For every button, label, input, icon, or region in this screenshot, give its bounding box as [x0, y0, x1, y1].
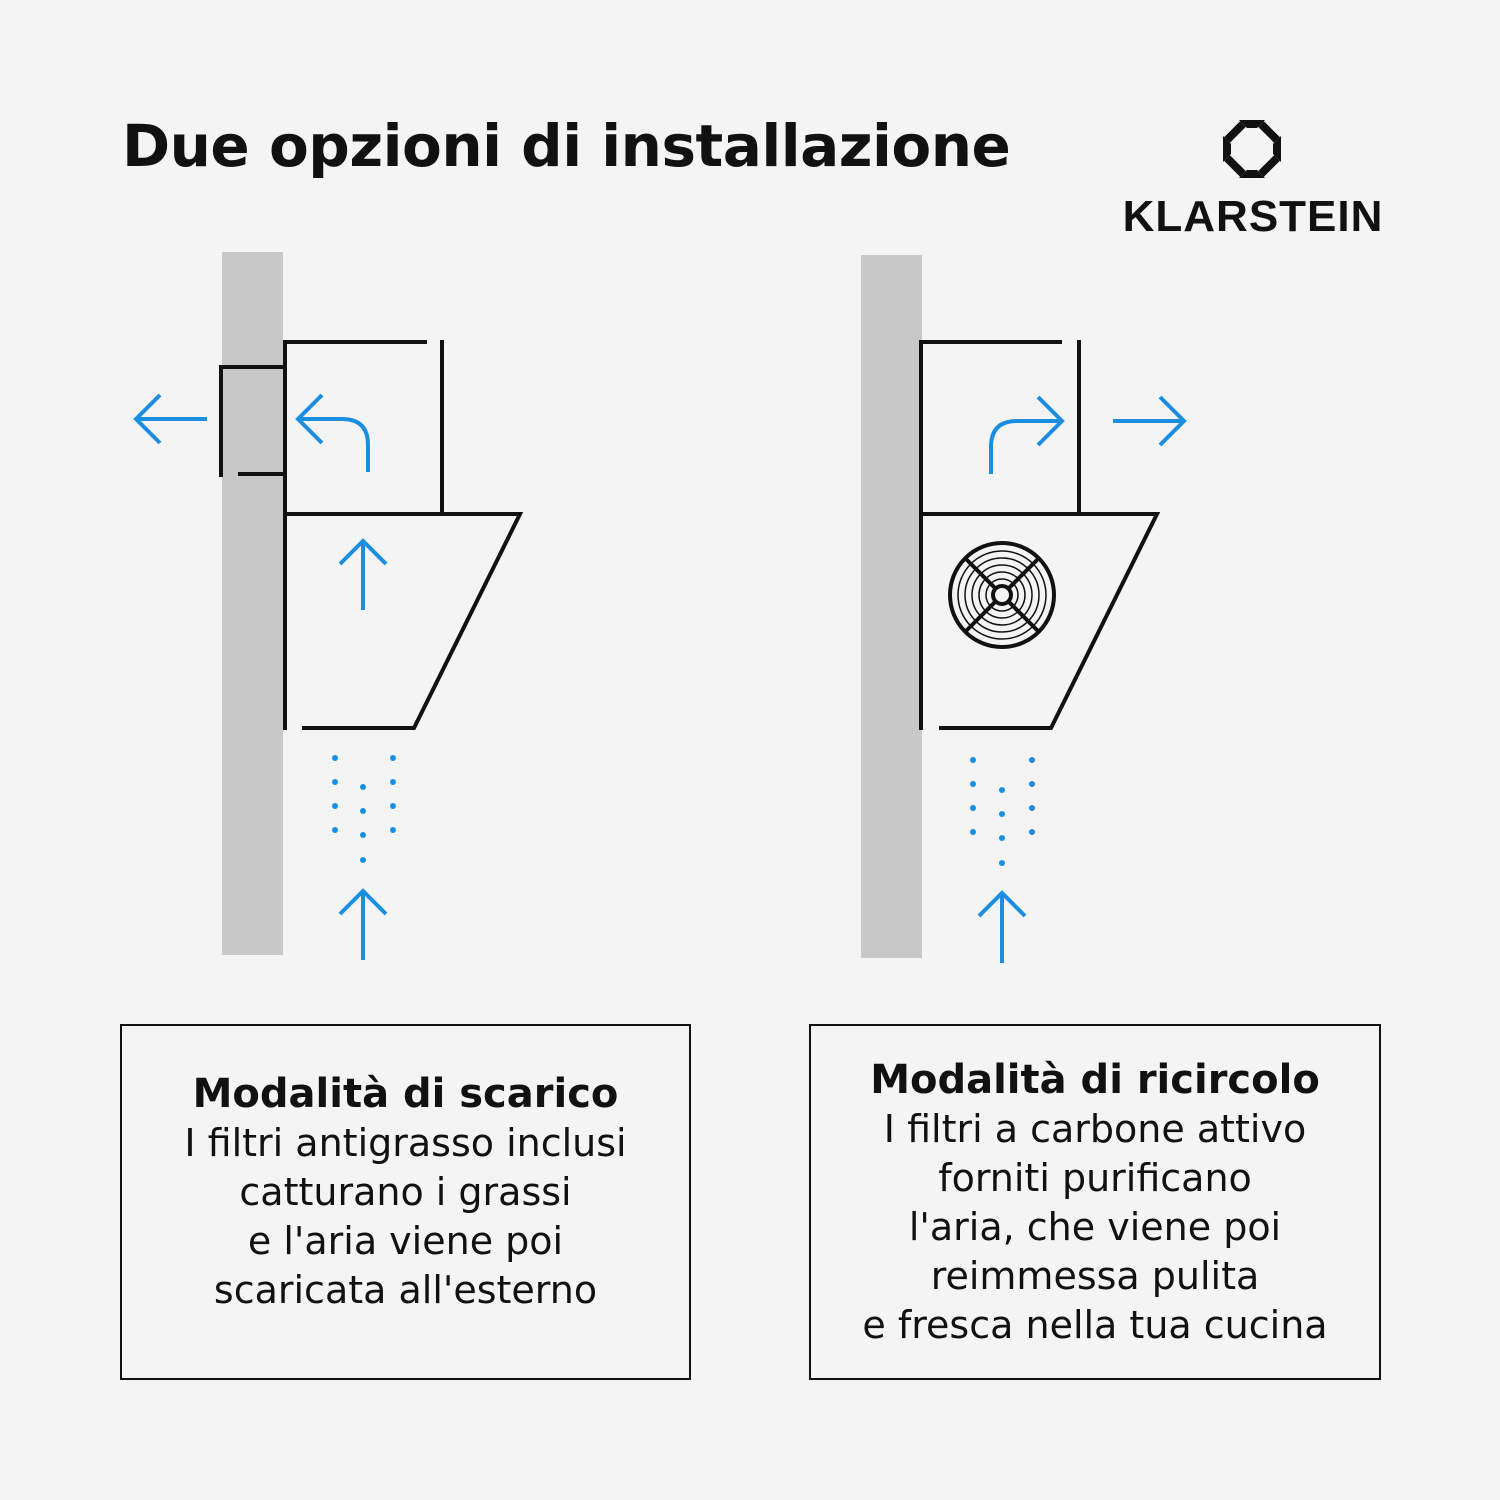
exhaust-mode-line: scaricata all'esterno [213, 1268, 598, 1312]
page-title: Due opzioni di installazione [122, 112, 1011, 180]
recirculation-mode-line: reimmessa pulita [930, 1253, 1260, 1298]
exhaust-mode-box: Modalità di scarico I filtri antigrasso … [120, 1024, 691, 1380]
installation-diagram [133, 252, 1187, 963]
arrow-up-icon [338, 538, 388, 610]
rising-air-dots [332, 755, 396, 863]
hood-outline [219, 340, 524, 730]
recirculation-diagram [861, 255, 1187, 963]
arrow-curved-left-icon [295, 393, 370, 472]
exhaust-mode-line: catturano i grassi [239, 1170, 572, 1214]
airflow-arrows [977, 395, 1187, 963]
arrow-right-icon [1113, 395, 1187, 447]
exhaust-diagram [133, 252, 524, 960]
hexagon-diamond-logo-icon [1223, 120, 1281, 178]
brand-name: KLARSTEIN [1122, 192, 1384, 241]
recirculation-mode-box: Modalità di ricircolo I filtri a carbone… [809, 1024, 1381, 1380]
exhaust-mode-title: Modalità di scarico [192, 1071, 619, 1117]
arrow-curved-right-icon [989, 395, 1065, 474]
recirculation-mode-line: l'aria, che viene poi [908, 1204, 1282, 1249]
exhaust-mode-line: I filtri antigrasso inclusi [184, 1121, 627, 1165]
recirculation-mode-line: I filtri a carbone attivo [883, 1106, 1307, 1151]
wall [861, 255, 922, 958]
arrow-up-icon [977, 890, 1027, 963]
airflow-arrows [133, 393, 388, 960]
brand-logo: KLARSTEIN [1120, 118, 1386, 248]
recirculation-mode-line: e fresca nella tua cucina [862, 1302, 1328, 1347]
recirculation-mode-line: forniti purificano [938, 1155, 1252, 1200]
arrow-up-icon [338, 888, 388, 960]
recirculation-mode-title: Modalità di ricircolo [870, 1056, 1320, 1103]
rising-air-dots [970, 757, 1035, 866]
wall [222, 252, 283, 955]
hood-outline [919, 340, 1161, 730]
exhaust-mode-line: e l'aria viene poi [247, 1219, 564, 1263]
arrow-left-icon [133, 393, 207, 445]
fan-icon [948, 541, 1056, 649]
